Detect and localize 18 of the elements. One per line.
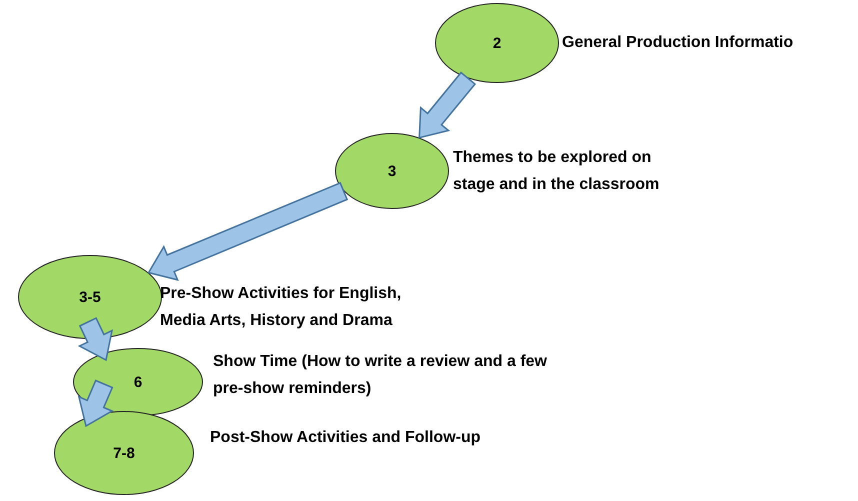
block-arrow bbox=[147, 182, 348, 281]
block-arrow bbox=[78, 317, 114, 362]
block-arrow bbox=[418, 72, 476, 139]
ellipse-node bbox=[335, 133, 449, 209]
section-caption: Post-Show Activities and Follow-up bbox=[210, 428, 482, 448]
section-caption: Themes to be explored on stage and in the classroom bbox=[453, 148, 660, 195]
page-number: 6 bbox=[134, 374, 142, 390]
ellipse-node bbox=[54, 411, 194, 495]
page-number: 3-5 bbox=[79, 288, 101, 306]
section-caption: General Production Informatio bbox=[562, 33, 794, 53]
section-caption: Show Time (How to write a review and a few pre-show reminders) bbox=[213, 352, 548, 399]
section-caption: Pre-Show Activities for English, Media Arts, History and Drama bbox=[160, 284, 402, 331]
page-number: 3 bbox=[388, 162, 396, 180]
ellipse-node bbox=[435, 3, 559, 83]
page-number: 7-8 bbox=[113, 444, 135, 462]
page-number: 2 bbox=[492, 34, 502, 52]
ellipse-node bbox=[18, 255, 162, 339]
block-arrow bbox=[78, 380, 114, 428]
